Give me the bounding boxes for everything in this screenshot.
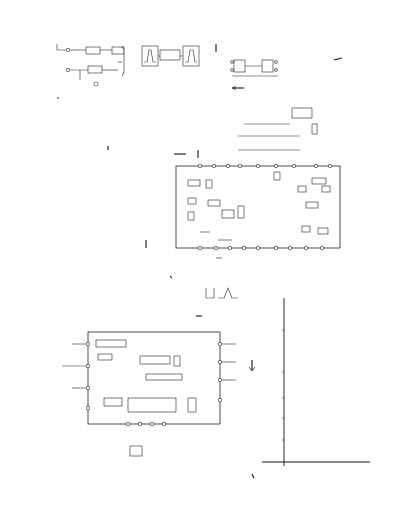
mid-title-block [291, 107, 313, 119]
top-block-1 [85, 46, 101, 55]
stray-marks [57, 97, 173, 279]
board-top-pins [198, 164, 332, 168]
top-right-circuit [230, 57, 343, 91]
top-block-2 [87, 65, 103, 74]
small-waveform [196, 287, 238, 317]
top-left-block-group [56, 44, 125, 87]
bottom-board-outline [87, 331, 221, 425]
bottom-board [62, 331, 256, 457]
waveform-box-group [141, 44, 217, 67]
bottom-center-block [127, 397, 177, 413]
right-axis [251, 298, 370, 479]
board-bottom-pins [198, 246, 324, 250]
filter-block [159, 49, 181, 61]
middle-board [145, 107, 341, 259]
